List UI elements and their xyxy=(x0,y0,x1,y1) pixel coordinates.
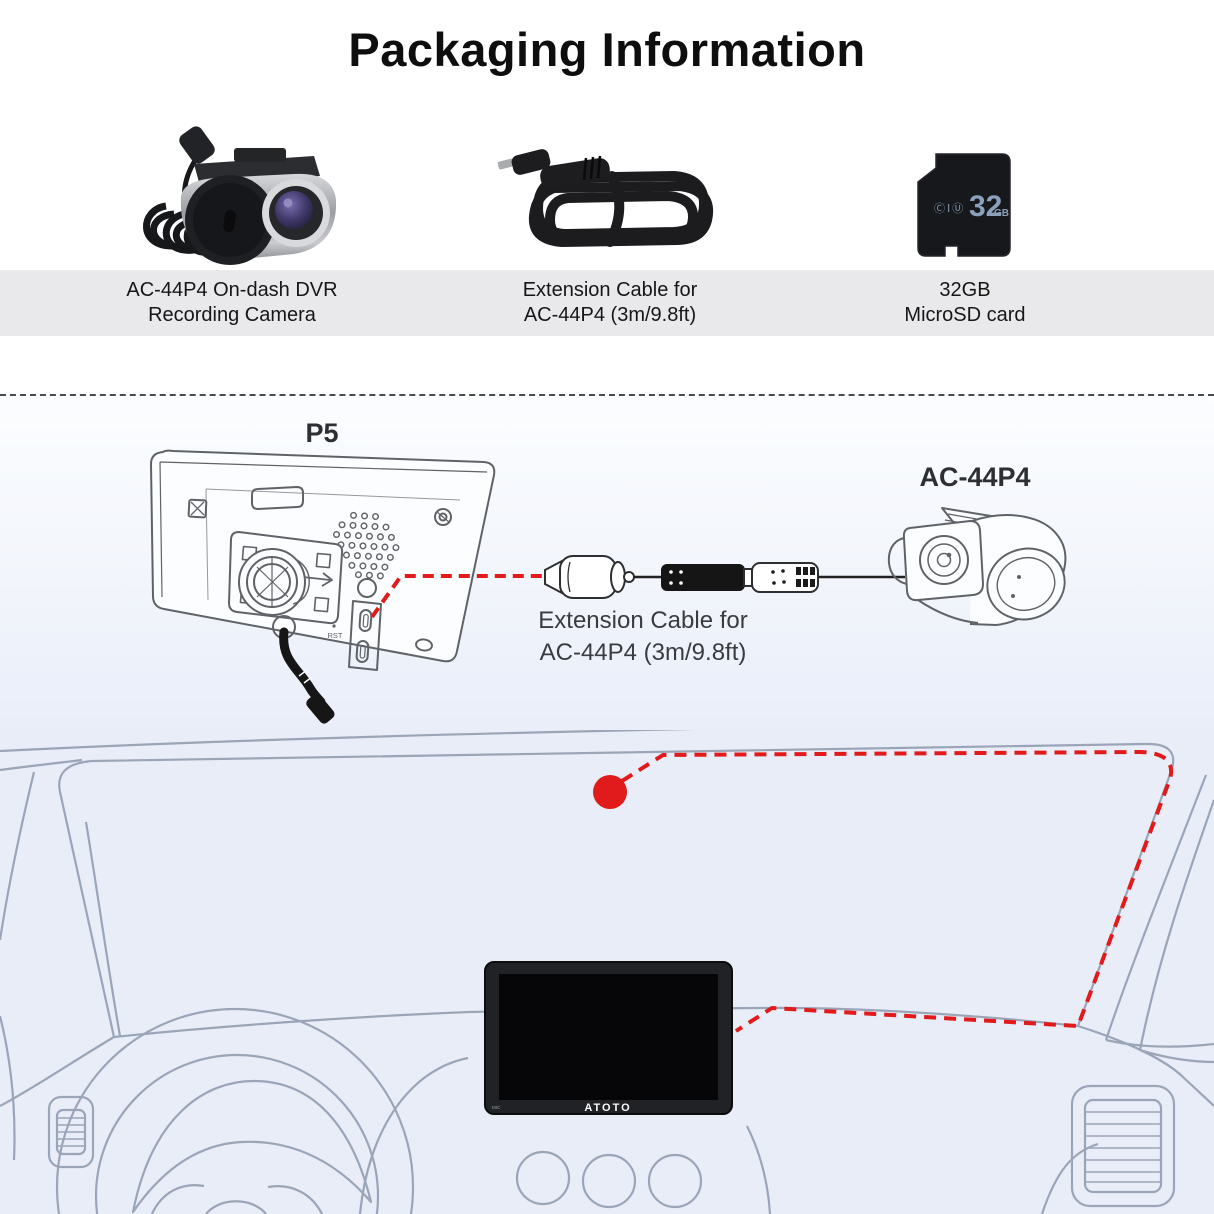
caption-dashcam: AC-44P4 On-dash DVR Recording Camera xyxy=(62,278,402,328)
left-door-vent xyxy=(47,1095,95,1169)
pigtail-cable xyxy=(279,627,326,707)
dashcam-slot xyxy=(223,210,236,233)
camera-left-cap xyxy=(887,537,908,585)
camera-position-dot xyxy=(593,775,627,809)
extension-cable-product-photo xyxy=(497,149,714,248)
dashcam-lens-glint xyxy=(283,198,293,208)
barrel-black xyxy=(661,564,745,591)
usb-c-ports xyxy=(355,609,373,664)
caption-microsd-line2: MicroSD card xyxy=(904,304,1026,326)
reset-label: RST xyxy=(328,631,343,640)
cabin-line-art xyxy=(0,730,1214,1214)
caption-dashcam-line2: Recording Camera xyxy=(148,304,316,326)
dash-monitor: ATOTO MIC xyxy=(484,961,733,1115)
head-unit-back-illustration xyxy=(150,449,496,724)
right-pillar-line2 xyxy=(1138,799,1214,1051)
camera-illustration xyxy=(887,507,1067,626)
connection-diagram: P5 xyxy=(150,418,1067,724)
console-right-edge xyxy=(746,1125,772,1214)
left-pillar-outer xyxy=(0,771,36,941)
page-title: Packaging Information xyxy=(348,23,866,76)
caption-dashcam-line1: AC-44P4 On-dash DVR xyxy=(126,279,338,301)
microsd-card-body xyxy=(917,153,1011,257)
roofline xyxy=(0,730,696,753)
caption-microsd-line1: 32GB xyxy=(939,279,991,301)
monitor-mic-label: MIC xyxy=(492,1105,501,1110)
arrow-mark xyxy=(302,572,333,587)
caption-microsd: 32GB MicroSD card xyxy=(795,278,1135,328)
mount-tab xyxy=(251,486,304,510)
cable-male-plug xyxy=(511,149,551,175)
pigtail-ridges xyxy=(298,669,313,684)
dashcam-bracket-tab xyxy=(234,148,286,162)
section-divider xyxy=(0,394,1214,396)
camera-lens-glint xyxy=(946,552,952,558)
microsd-capacity: 32 xyxy=(969,190,1002,223)
glovebox-line xyxy=(1040,1142,1099,1214)
round-port xyxy=(357,578,377,598)
screw-hole xyxy=(434,508,452,526)
microsd-speed-marks: ⒸⅠⓊ xyxy=(934,202,965,215)
left-square-mark xyxy=(187,498,208,519)
cable-barrel-ridges xyxy=(582,155,602,181)
roofline-left xyxy=(0,758,83,772)
usb-plug-collar xyxy=(610,561,626,593)
red-routing-path xyxy=(620,749,1174,1033)
diagram-cable-caption-line1: Extension Cable for xyxy=(538,607,747,634)
windshield-outline xyxy=(58,742,1175,1038)
barrel-joint xyxy=(743,568,753,587)
extension-cable-illustration xyxy=(544,555,905,599)
monitor-brand-logo: ATOTO xyxy=(584,1102,631,1114)
usb-plug-nub xyxy=(623,571,635,583)
left-pillar-inner xyxy=(84,821,122,1037)
left-door-line xyxy=(0,1015,16,1161)
right-dash-vent xyxy=(1070,1084,1176,1208)
caption-cable-line2: AC-44P4 (3m/9.8ft) xyxy=(523,304,697,326)
dashcam-plug xyxy=(179,126,215,164)
diagram-cable-caption-line2: AC-44P4 (3m/9.8ft) xyxy=(540,639,747,666)
steering-wheel xyxy=(55,1007,415,1214)
barrel-black-pins xyxy=(669,570,683,585)
reset-dot xyxy=(332,624,336,628)
ball-mount xyxy=(238,548,310,616)
right-door-line xyxy=(1139,1048,1214,1064)
camera-label: AC-44P4 xyxy=(919,462,1030,492)
barrel-white xyxy=(751,562,819,593)
console-left-edge xyxy=(358,1056,469,1214)
barrel-white-pins xyxy=(771,567,815,587)
right-pillar-line1 xyxy=(1104,774,1208,1041)
caption-cable: Extension Cable for AC-44P4 (3m/9.8ft) xyxy=(440,278,780,328)
red-dashed-link xyxy=(370,574,543,619)
pigtail-connector xyxy=(306,693,335,724)
caption-band xyxy=(0,270,1214,336)
cabin-illustration: ATOTO MIC xyxy=(0,730,1214,1214)
speaker-holes xyxy=(333,511,400,580)
port-panel xyxy=(348,600,382,671)
left-door-top xyxy=(0,1036,115,1107)
microsd-product-photo: ⒸⅠⓊ 32 GB xyxy=(917,153,1011,257)
head-unit-label: P5 xyxy=(305,418,338,448)
dash-right-edge xyxy=(1077,1024,1214,1107)
caption-cable-line1: Extension Cable for xyxy=(522,279,698,301)
dashcam-product-photo xyxy=(143,126,336,265)
microsd-capacity-unit: GB xyxy=(994,208,1009,219)
dashcam-lens xyxy=(275,191,313,229)
cable-plug-metal-tip xyxy=(497,158,515,170)
dash-monitor-screen xyxy=(499,974,718,1100)
bottom-hole xyxy=(415,638,433,652)
camera-lens-block xyxy=(902,520,984,602)
console-knobs xyxy=(515,1150,703,1209)
right-window-sill xyxy=(1105,1038,1214,1048)
